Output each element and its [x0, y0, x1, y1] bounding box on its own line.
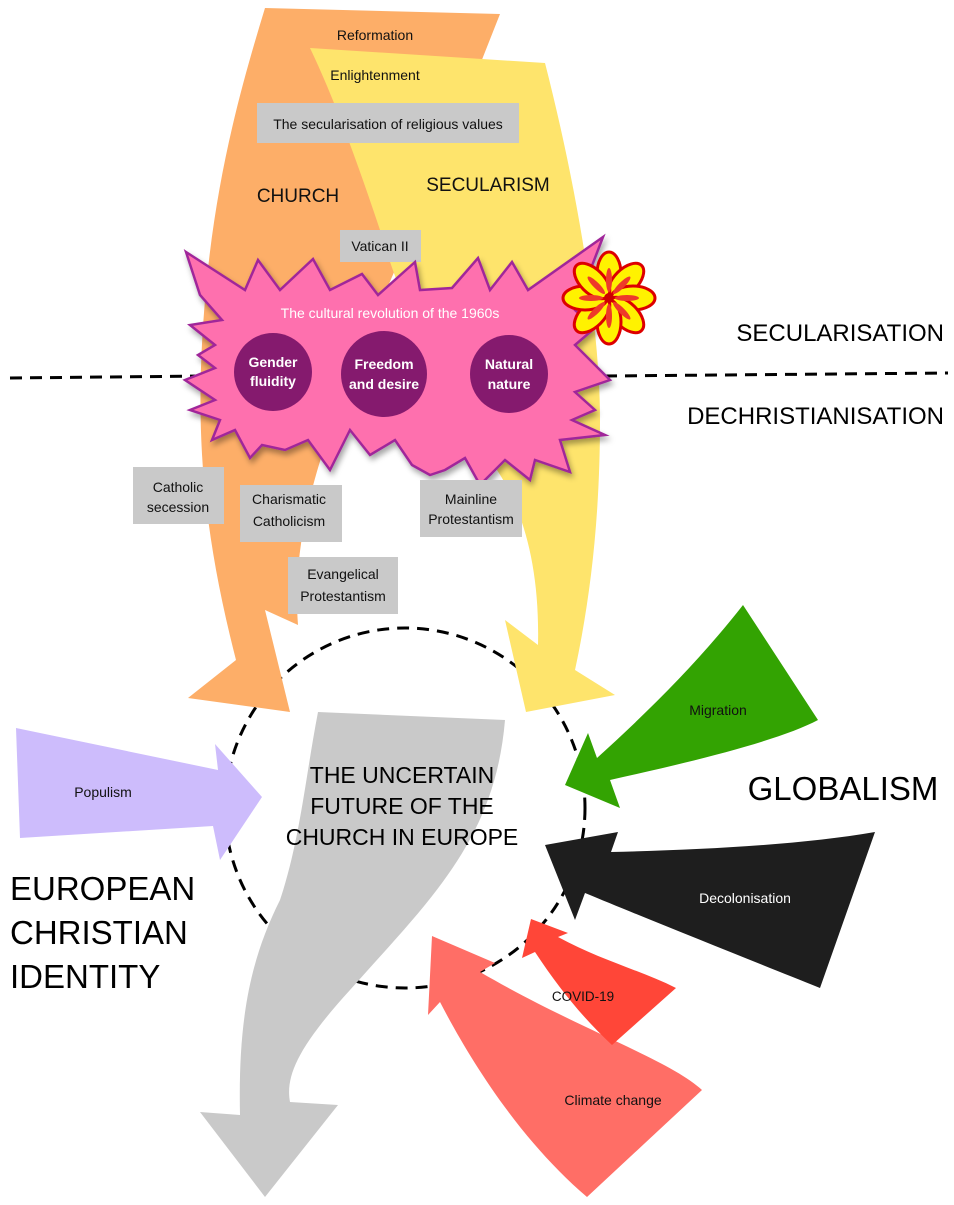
- flower-petal-vein: [579, 295, 603, 301]
- center-title-line2: FUTURE OF THE: [310, 793, 494, 819]
- european-identity-line1: EUROPEAN: [10, 870, 195, 907]
- flower-petal-vein: [606, 268, 612, 292]
- future-arrow: [200, 712, 505, 1197]
- climate-change-label: Climate change: [564, 1092, 661, 1108]
- svg-text:Evangelical: Evangelical: [307, 566, 379, 582]
- svg-text:Natural: Natural: [485, 356, 533, 372]
- svg-text:Catholic: Catholic: [153, 479, 204, 495]
- revolution-circle-freedom: Freedom and desire: [341, 331, 427, 417]
- flower-icon: [561, 250, 657, 346]
- decolonisation-label: Decolonisation: [699, 890, 791, 906]
- populism-arrow: [16, 728, 262, 860]
- flower-petal-vein: [587, 301, 606, 320]
- center-title-line1: THE UNCERTAIN: [310, 762, 494, 788]
- vatican2-label: Vatican II: [351, 238, 408, 254]
- european-identity-line2: CHRISTIAN: [10, 914, 188, 951]
- migration-arrow: [565, 605, 818, 808]
- flower-petal-vein: [612, 301, 631, 320]
- revolution-circle-gender: Gender fluidity: [234, 333, 312, 411]
- reformation-label: Reformation: [337, 27, 413, 43]
- covid-label: COVID-19: [552, 989, 614, 1004]
- svg-text:secession: secession: [147, 499, 209, 515]
- church-label: CHURCH: [257, 186, 339, 207]
- decolonisation-arrow: [545, 832, 875, 988]
- svg-text:Gender: Gender: [248, 354, 298, 370]
- cultural-revolution-title: The cultural revolution of the 1960s: [281, 305, 500, 321]
- european-identity-line3: IDENTITY: [10, 958, 160, 995]
- movement-mainline-protestantism: Mainline Protestantism: [420, 480, 522, 537]
- vatican2-box: [340, 230, 421, 262]
- svg-text:fluidity: fluidity: [250, 373, 296, 389]
- revolution-circle-nature: Natural nature: [470, 335, 548, 413]
- movement-charismatic-catholicism: Charismatic Catholicism: [240, 485, 342, 542]
- movement-evangelical-protestantism: Evangelical Protestantism: [288, 557, 398, 614]
- svg-text:and desire: and desire: [349, 376, 419, 392]
- divider-left: [9, 374, 206, 380]
- divider-right: [604, 371, 949, 378]
- globalism-label: GLOBALISM: [748, 770, 939, 807]
- enlightenment-label: Enlightenment: [330, 67, 420, 83]
- svg-text:Protestantism: Protestantism: [300, 588, 386, 604]
- secularisation-values-label: The secularisation of religious values: [273, 116, 503, 132]
- populism-label: Populism: [74, 784, 132, 800]
- secularisation-values-box: [257, 103, 519, 143]
- svg-text:Catholicism: Catholicism: [253, 513, 325, 529]
- svg-text:Charismatic: Charismatic: [252, 491, 326, 507]
- svg-text:Protestantism: Protestantism: [428, 511, 514, 527]
- flower-center: [604, 293, 614, 303]
- svg-text:Freedom: Freedom: [354, 356, 413, 372]
- svg-text:Mainline: Mainline: [445, 491, 497, 507]
- secularisation-label: SECULARISATION: [736, 320, 944, 347]
- flower-petal-vein: [587, 276, 606, 295]
- climate-change-arrow: [428, 936, 702, 1197]
- svg-text:nature: nature: [488, 376, 531, 392]
- secularism-label: SECULARISM: [426, 175, 550, 196]
- covid-arrow: [522, 919, 676, 1045]
- flower-petal-vein: [612, 276, 631, 295]
- center-title-line3: CHURCH IN EUROPE: [286, 824, 519, 850]
- migration-label: Migration: [689, 702, 747, 718]
- dechristianisation-label: DECHRISTIANISATION: [687, 403, 944, 430]
- movement-catholic-secession: Catholic secession: [133, 467, 224, 524]
- flower-petal-vein: [615, 295, 639, 301]
- flower-petal-vein: [606, 304, 612, 328]
